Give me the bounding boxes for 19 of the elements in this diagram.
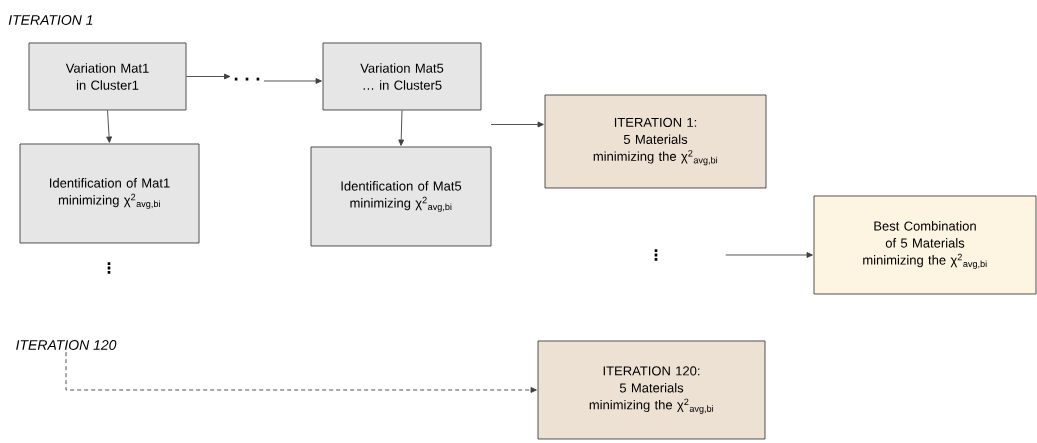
- arrow: [725, 252, 813, 258]
- process-box: Identification of Mat1 minimizing χ$^{2}$avg,bi: [19, 143, 200, 244]
- process-box: Variation Mat5 … in Cluster5: [322, 42, 482, 111]
- diagram-heading: ITERATION 1: [8, 15, 93, 25]
- ellipsis-text: · · ·: [234, 77, 260, 81]
- result-box: ITERATION 1: 5 Materials minimizing the χ$^{2}$avg,bi: [544, 94, 767, 189]
- arrow: [398, 110, 405, 146]
- ellipsis-text: ⋮: [654, 249, 658, 261]
- arrow: [106, 110, 112, 143]
- ellipsis-text: ⋮: [107, 262, 111, 274]
- arrow: [263, 78, 322, 84]
- arrow: [186, 73, 231, 80]
- result-box: ITERATION 120: 5 Materials minimizing the χ$^{2}$avg,bi: [537, 340, 766, 440]
- arrow: [490, 121, 544, 128]
- process-box: Identification of Mat5 minimizing χ$^{2}$avg,bi: [310, 146, 492, 247]
- process-box: Variation Mat1 in Cluster1: [28, 42, 187, 111]
- arrow: [65, 351, 537, 393]
- final-result-box: Best Combination of 5 Materials minimizing the χ$^{2}$avg,bi: [813, 195, 1037, 295]
- iteration-heading: ITERATION 120: [16, 340, 117, 350]
